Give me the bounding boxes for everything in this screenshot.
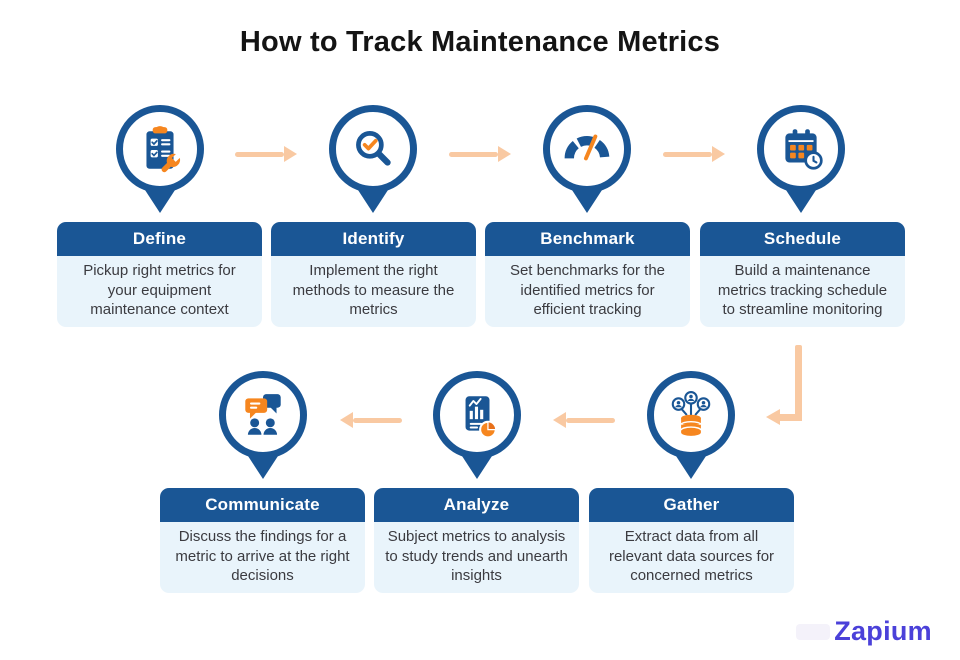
arrowhead-left xyxy=(340,412,353,428)
arrowhead-right xyxy=(498,146,511,162)
step-description: Pickup right metrics for your equipment … xyxy=(57,256,262,327)
connector-down-line xyxy=(795,345,802,418)
arrowhead-right xyxy=(284,146,297,162)
step-card-schedule: Schedule Build a maintenance metrics tra… xyxy=(700,222,905,327)
marker-tail xyxy=(786,190,816,213)
arrow-identify-to-benchmark xyxy=(449,146,511,163)
brand-logo: Zapium xyxy=(796,616,932,647)
step-title: Communicate xyxy=(160,488,365,522)
logo-mark xyxy=(796,623,831,640)
step-title: Benchmark xyxy=(485,222,690,256)
marker-tail xyxy=(358,190,388,213)
step-card-define: Define Pickup right metrics for your equ… xyxy=(57,222,262,327)
calendar-clock-icon xyxy=(785,129,823,170)
gauge-icon xyxy=(564,134,610,161)
connector-left-line xyxy=(780,414,802,421)
step-marker-gather xyxy=(647,371,735,459)
arrowhead-left xyxy=(766,409,780,425)
marker-tail xyxy=(462,456,492,479)
logo-text: Zapium xyxy=(834,616,932,646)
step-marker-communicate xyxy=(219,371,307,459)
step-marker-define xyxy=(116,105,204,193)
step-marker-schedule xyxy=(757,105,845,193)
step-description: Implement the right methods to measure t… xyxy=(271,256,476,327)
step-title: Define xyxy=(57,222,262,256)
magnifier-check-icon xyxy=(356,131,391,166)
marker-tail xyxy=(145,190,175,213)
arrowhead-left xyxy=(553,412,566,428)
step-card-communicate: Communicate Discuss the findings for a m… xyxy=(160,488,365,593)
report-pie-icon xyxy=(465,396,497,439)
step-card-gather: Gather Extract data from all relevant da… xyxy=(589,488,794,593)
step-title: Analyze xyxy=(374,488,579,522)
step-title: Schedule xyxy=(700,222,905,256)
clipboard-wrench-icon xyxy=(146,126,181,173)
page-title: How to Track Maintenance Metrics xyxy=(239,26,721,58)
arrow-define-to-identify xyxy=(235,146,297,163)
arrow-gather-to-analyze xyxy=(553,412,615,429)
step-description: Discuss the findings for a metric to arr… xyxy=(160,522,365,593)
arrow-analyze-to-communicate xyxy=(340,412,402,429)
marker-tail xyxy=(676,456,706,479)
step-title: Identify xyxy=(271,222,476,256)
step-title: Gather xyxy=(589,488,794,522)
step-description: Set benchmarks for the identified metric… xyxy=(485,256,690,327)
step-description: Extract data from all relevant data sour… xyxy=(589,522,794,593)
marker-tail xyxy=(572,190,602,213)
step-description: Subject metrics to analysis to study tre… xyxy=(374,522,579,593)
step-card-benchmark: Benchmark Set benchmarks for the identif… xyxy=(485,222,690,327)
step-marker-identify xyxy=(329,105,417,193)
people-database-icon xyxy=(671,391,711,436)
arrow-benchmark-to-schedule xyxy=(663,146,725,163)
step-description: Build a maintenance metrics tracking sch… xyxy=(700,256,905,327)
arrowhead-right xyxy=(712,146,725,162)
step-card-analyze: Analyze Subject metrics to analysis to s… xyxy=(374,488,579,593)
step-marker-benchmark xyxy=(543,105,631,193)
marker-tail xyxy=(248,456,278,479)
step-card-identify: Identify Implement the right methods to … xyxy=(271,222,476,327)
step-marker-analyze xyxy=(433,371,521,459)
chat-people-icon xyxy=(245,394,281,435)
